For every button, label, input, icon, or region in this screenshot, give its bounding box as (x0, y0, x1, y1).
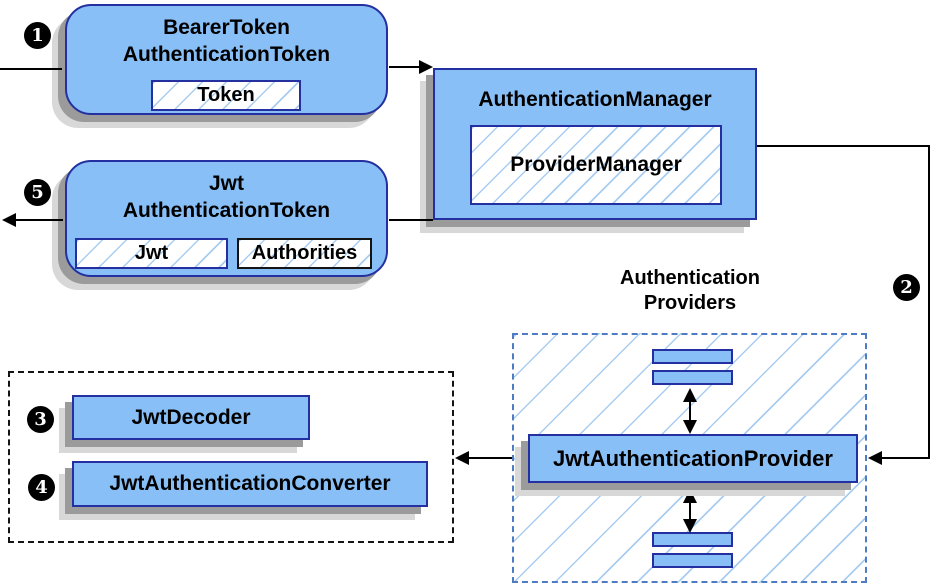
double-arrow-top-down-icon (683, 420, 697, 434)
manager-to-provider-line-h2 (882, 457, 930, 459)
incoming-request-line (0, 68, 62, 70)
step-4-badge: 4 (28, 474, 55, 501)
provider-to-decoder-line (469, 457, 512, 459)
step-3-badge: 3 (27, 406, 54, 433)
double-arrow-bottom-up-icon (683, 489, 697, 503)
jwt-token-title: Jwt AuthenticationToken (67, 162, 386, 224)
provider-bar-top-1 (652, 349, 733, 364)
provider-bar-bottom-1 (652, 532, 733, 547)
bearer-token-title-line2: AuthenticationToken (122, 43, 331, 66)
manager-to-provider-arrow-icon (868, 451, 882, 465)
bearer-to-manager-arrow-icon (419, 60, 433, 74)
jwt-decoder-box: JwtDecoder (72, 395, 310, 440)
outgoing-line (15, 219, 63, 221)
bearer-token-title-line1: BearerToken (163, 16, 290, 39)
provider-bar-top-2 (652, 370, 733, 385)
jwt-authentication-provider-box: JwtAuthenticationProvider (528, 434, 858, 483)
authentication-providers-label: Authentication Providers (545, 266, 835, 316)
provider-bar-bottom-2 (652, 553, 733, 568)
authentication-manager-box: AuthenticationManager ProviderManager (433, 68, 757, 220)
jwt-field: Jwt (75, 238, 228, 269)
token-field: Token (151, 80, 301, 111)
outgoing-arrow-icon (2, 213, 16, 227)
authentication-providers-label-line1: Authentication (620, 267, 760, 289)
jwt-authentication-converter-box: JwtAuthenticationConverter (72, 461, 428, 507)
provider-manager-field: ProviderManager (470, 125, 722, 205)
double-arrow-top-line (689, 400, 691, 421)
step-5-badge: 5 (24, 179, 51, 206)
authentication-manager-title: AuthenticationManager (478, 88, 712, 111)
double-arrow-bottom-line (689, 501, 691, 520)
double-arrow-top-up-icon (683, 388, 697, 402)
step-1-badge: 1 (24, 22, 51, 49)
step-2-badge: 2 (893, 274, 920, 301)
bearer-token-title: BearerToken AuthenticationToken (67, 6, 386, 68)
jwt-authentication-token-box: Jwt AuthenticationToken Jwt Authorities (65, 160, 388, 277)
authorities-field: Authorities (237, 238, 372, 269)
provider-to-decoder-arrow-icon (455, 451, 469, 465)
bearer-to-manager-line (389, 66, 421, 68)
manager-to-provider-line-h1 (757, 145, 930, 147)
jwt-token-title-line1: Jwt (208, 172, 244, 195)
bearer-token-authentication-token-box: BearerToken AuthenticationToken Token (65, 4, 388, 115)
jwt-token-title-line2: AuthenticationToken (122, 199, 331, 222)
manager-to-provider-line-v (928, 145, 930, 459)
authentication-providers-label-line2: Providers (643, 292, 737, 314)
double-arrow-bottom-down-icon (683, 519, 697, 533)
manager-to-jwt-token-line (389, 219, 433, 221)
